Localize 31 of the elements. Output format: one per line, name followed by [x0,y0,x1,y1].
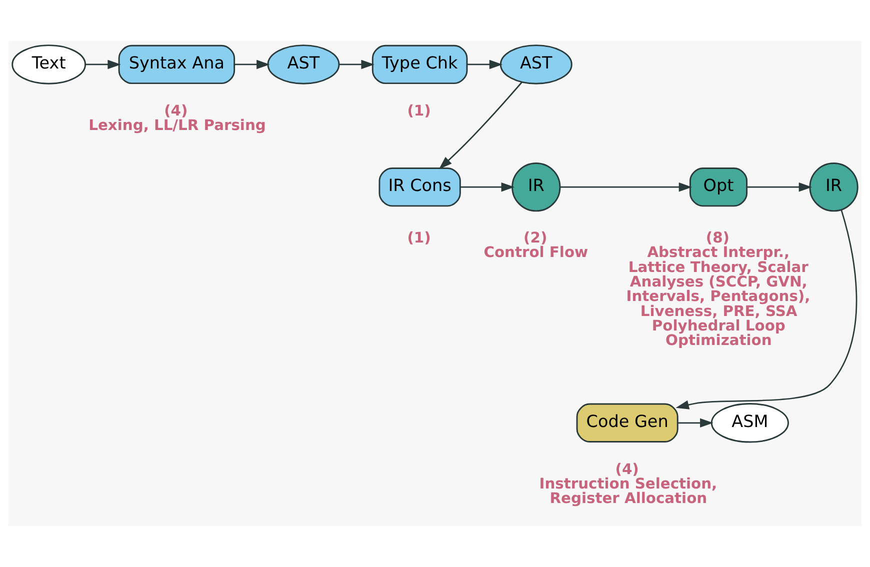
node-box: IR Cons [378,167,461,207]
arrow [438,82,522,170]
node-label: (4) [615,460,639,478]
arrow [234,60,270,70]
arrow [676,209,858,410]
node-circle: IR [512,162,561,212]
node-circle: IR [809,162,858,212]
node-label: (2) [524,229,548,246]
node-label: (1) [407,102,431,120]
node-label: (1) [407,229,431,246]
node-label: Instruction Selection, Register Allocation [539,475,718,508]
node-ellipse: Text [12,44,86,84]
node-box: Code Gen [576,403,678,442]
arrow [467,60,503,70]
node-label: Control Flow [484,244,588,262]
arrow [746,182,812,192]
node-label: Lexing, LL/LR Parsing [88,117,266,134]
node-ellipse: ASM [710,403,789,443]
node-box: Opt [689,167,748,207]
arrow [560,182,692,192]
node-ellipse: AST [267,44,340,84]
node-box: Type Chk [372,44,468,84]
node-label: (8) [706,229,730,246]
arrow [339,60,374,70]
arrow [85,60,121,70]
node-ellipse: AST [500,44,572,84]
node-box: Syntax Ana [118,44,236,84]
node-label: Abstract Interpr., Lattice Theory, Scalar Analyses (SCCP, GVN, Intervals, Pentagons), Liveness, PRE, SSA Polyhedral Loop Optimization [626,244,810,350]
arrow [460,182,514,192]
arrow [678,418,714,428]
node-label: (4) [164,102,188,120]
